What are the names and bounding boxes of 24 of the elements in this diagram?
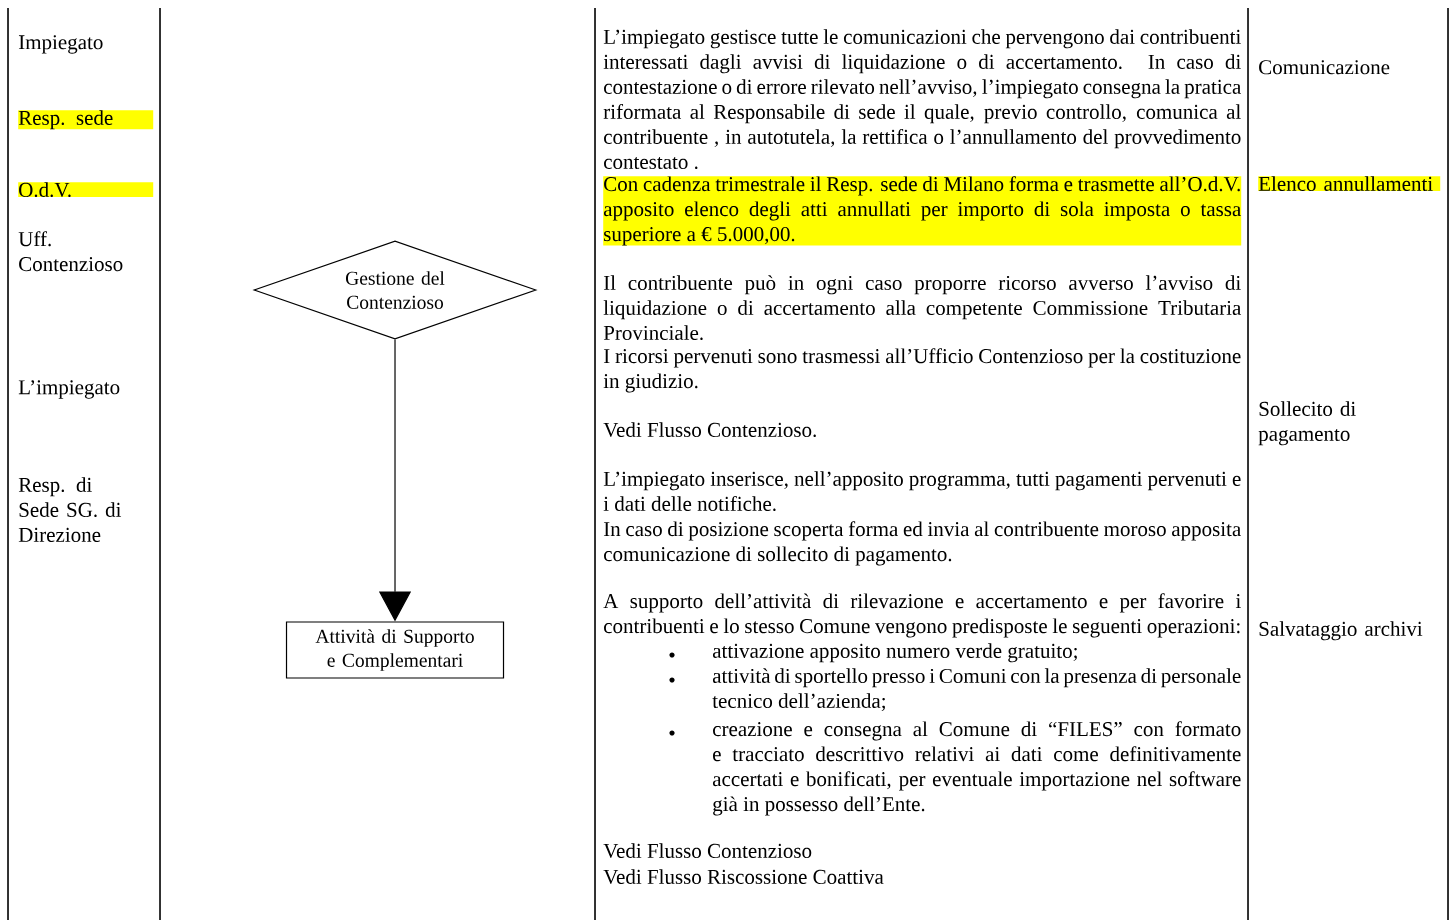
process-box: Attività di Supporto e Complementari: [285, 621, 505, 679]
bullet-item: attivazione apposito numero verde gratuito;: [669, 643, 1077, 663]
role-label: L’impiegato: [18, 380, 120, 399]
description-text: Il contribuente può in ogni caso proporre ricorso avverso l’avviso di liquidazione o di accertamento alla competente Commissione Tributaria Provinciale.: [603, 275, 1242, 341]
role-label: Impiegato: [18, 35, 103, 54]
role-label: Uff. Contenzioso: [18, 231, 123, 272]
description-text: Vedi Flusso Riscossione Coattiva: [603, 869, 884, 885]
output-label: Comunicazione: [1259, 60, 1390, 75]
description-text: I ricorsi pervenuti sono trasmessi all’Ufficio Contenzioso per la costituzione in giudizio.: [603, 348, 1241, 393]
description-text: L’impiegato gestisce tutte le comunicazioni che pervengono dai contribuenti interessati dagli avvisi di liquidazione o di accertamento. In caso di contestazione o di errore rilevato nell’avviso, l’impiegato consegna la pratica riformata al Responsabile di sede il quale, previo controllo, comunica al contribuente , in autotutela, la rettifica o l’annullamento del provvedimento contestato .: [603, 29, 1241, 170]
bullet-item: creazione e consegna al Comune di “FILES” con formato e tracciato descrittivo relativi ai dati come definitivamente accertati e bonificati, per eventuale importazione nel software già in possesso dell’Ente.: [669, 721, 1241, 816]
role-label: O.d.V.: [18, 182, 154, 198]
description-text: Vedi Flusso Contenzioso.: [603, 422, 816, 438]
description-text: Vedi Flusso Contenzioso: [603, 843, 812, 859]
output-label: Elenco annullamenti: [1258, 176, 1441, 191]
description-text: L’impiegato inserisce, nell’apposito programma, tutti pagamenti pervenuti e i dati delle notifiche.: [603, 471, 1241, 512]
description-text: In caso di posizione scoperta forma ed invia al contribuente moroso apposita comunicazione di sollecito di pagamento.: [603, 521, 1241, 566]
output-label: Sollecito di pagamento: [1258, 401, 1356, 446]
bullet-item: attività di sportello presso i Comuni con la presenza di personale tecnico dell’azienda;: [669, 668, 1241, 712]
description-text: A supporto dell’attività di rilevazione e accertamento e per favorire i contribuenti e lo stesso Comune vengono predisposte le seguenti operazioni:: [603, 593, 1241, 638]
role-label: Resp. sede: [18, 110, 154, 130]
description-text: Con cadenza trimestrale il Resp. sede di Milano forma e trasmette all’O.d.V. apposito elenco degli atti annullati per importo di sola imposta o tassa superiore a € 5.000,00.: [603, 176, 1242, 246]
role-label: Resp. di Sede SG. di Direzione: [18, 477, 122, 542]
output-label: Salvataggio archivi: [1259, 621, 1423, 641]
